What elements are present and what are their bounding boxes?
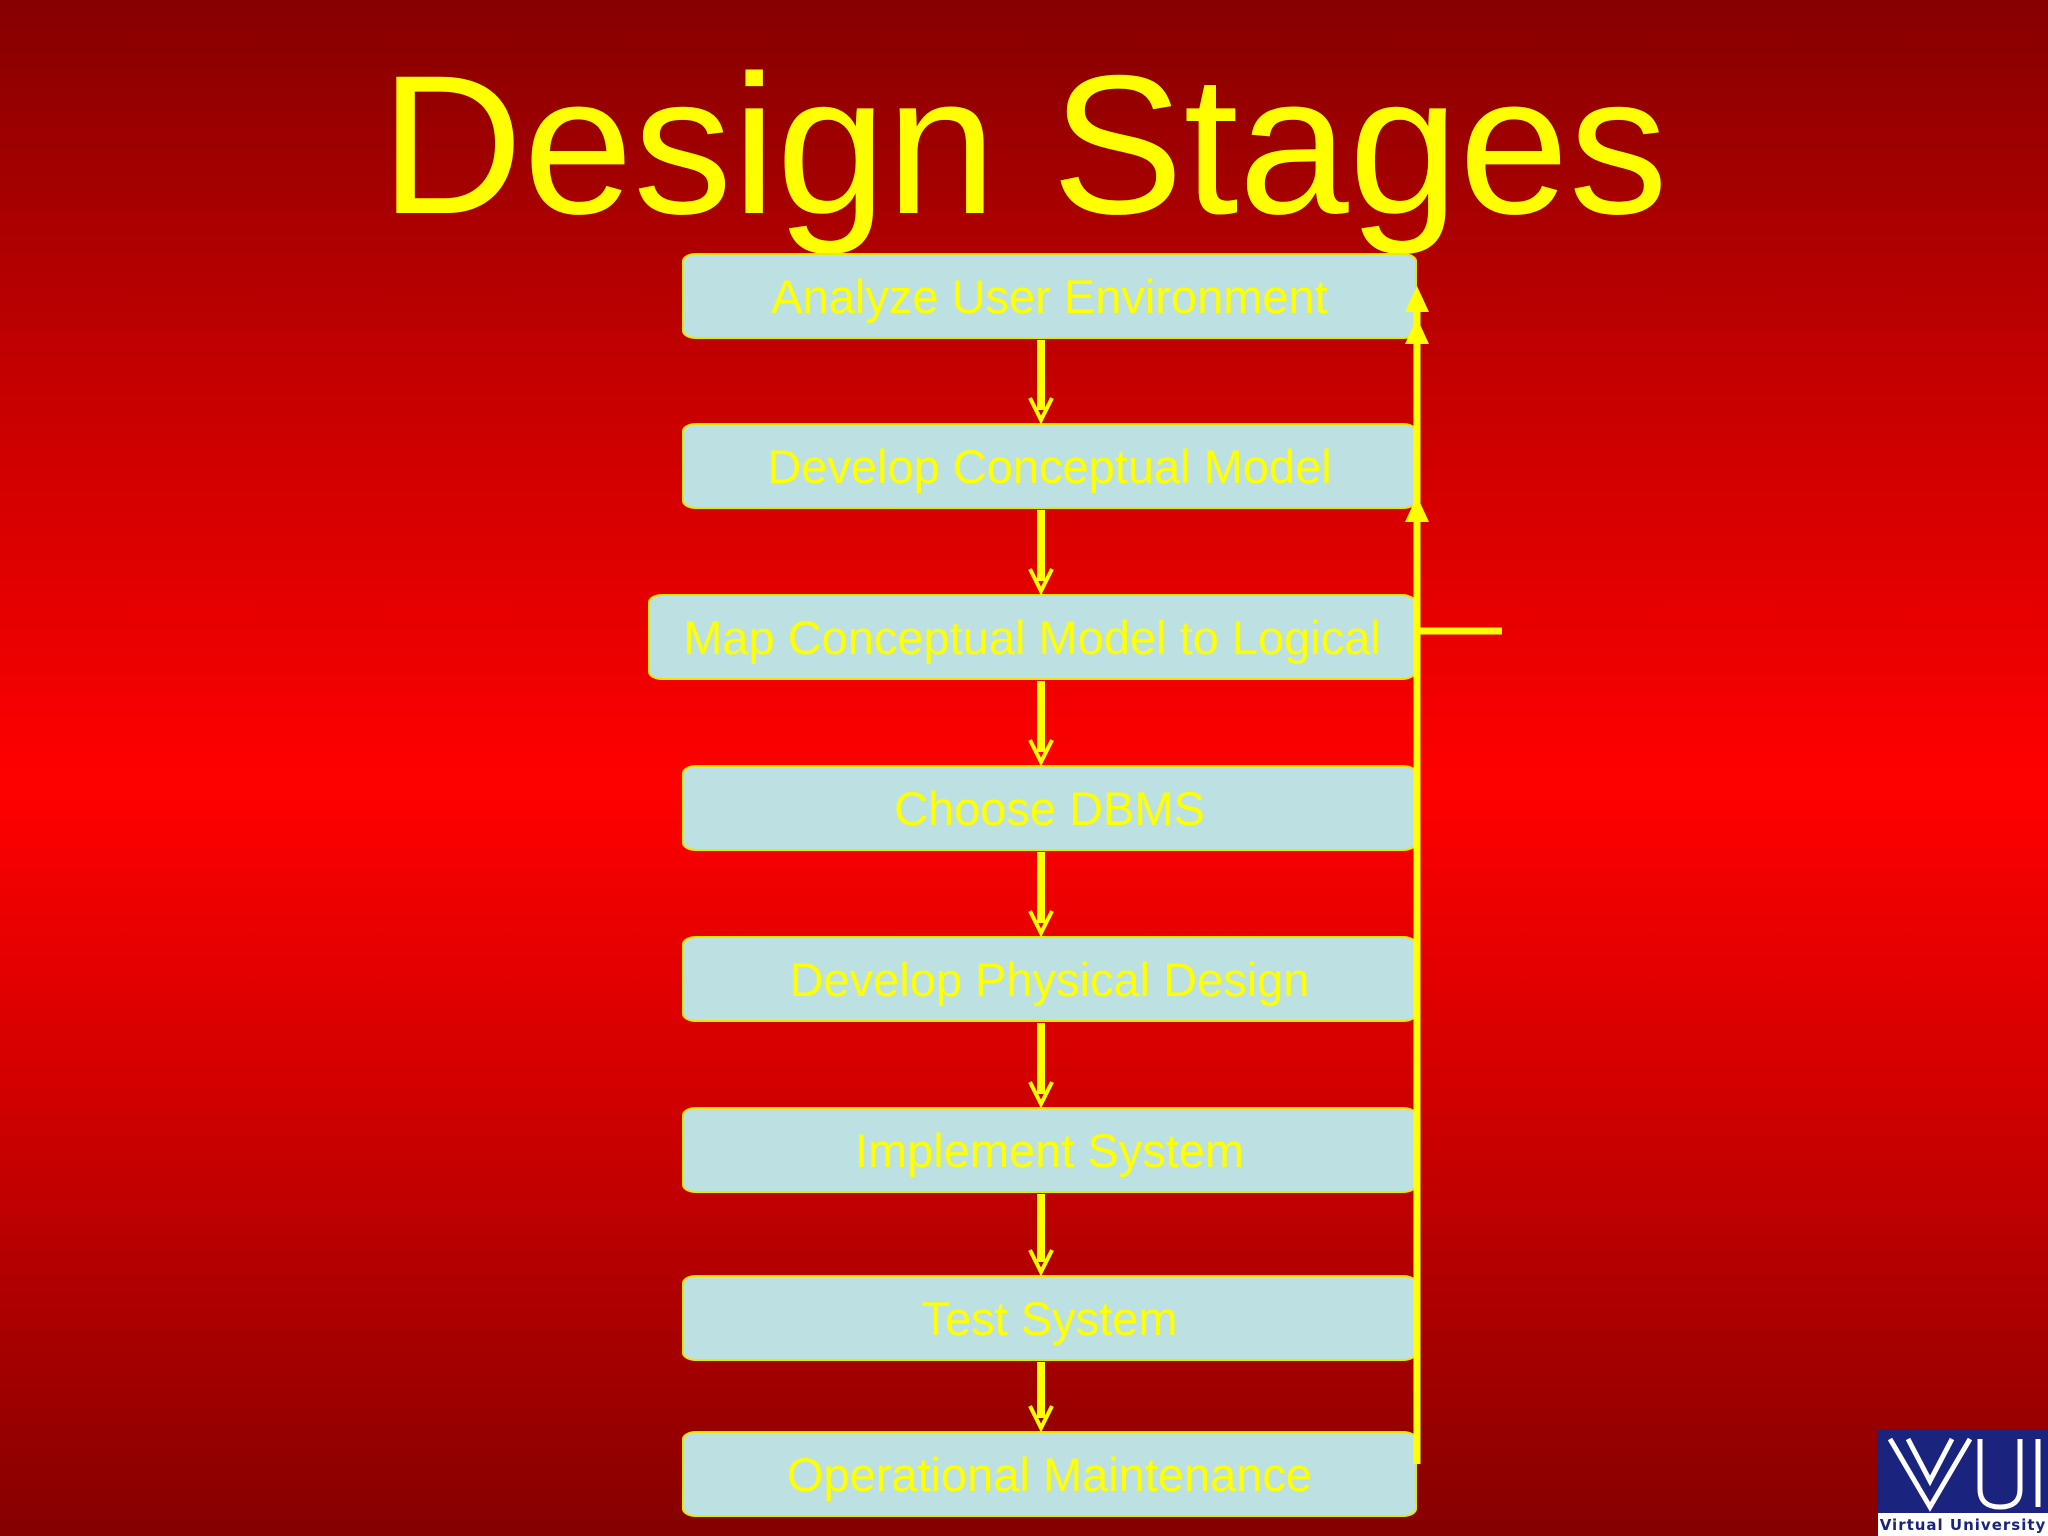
down-arrow-1 bbox=[1028, 340, 1054, 425]
stage-analyze-user-environment: Analyze User Environment bbox=[682, 253, 1417, 339]
slide-title: Design Stages bbox=[380, 34, 1668, 255]
down-arrow-7 bbox=[1028, 1362, 1054, 1433]
down-arrow-5 bbox=[1028, 1023, 1054, 1109]
stage-develop-conceptual-model: Develop Conceptual Model bbox=[682, 423, 1417, 509]
stage-map-conceptual-model-to-logical: Map Conceptual Model to Logical bbox=[648, 594, 1416, 680]
down-arrow-2 bbox=[1028, 510, 1054, 596]
logo-caption: Virtual University bbox=[1879, 1516, 2047, 1534]
feedback-loop bbox=[1405, 286, 1502, 1464]
down-arrow-6 bbox=[1028, 1194, 1054, 1277]
stage-develop-physical-design: Develop Physical Design bbox=[682, 936, 1417, 1022]
virtual-university-logo: Virtual University bbox=[1878, 1429, 2048, 1536]
down-arrow-3 bbox=[1028, 681, 1054, 767]
down-arrow-4 bbox=[1028, 852, 1054, 938]
stage-choose-dbms: Choose DBMS bbox=[682, 765, 1417, 851]
stage-implement-system: Implement System bbox=[682, 1107, 1417, 1193]
stage-operational-maintenance: Operational Maintenance bbox=[682, 1431, 1417, 1517]
vu-monogram-icon bbox=[1878, 1429, 2048, 1513]
